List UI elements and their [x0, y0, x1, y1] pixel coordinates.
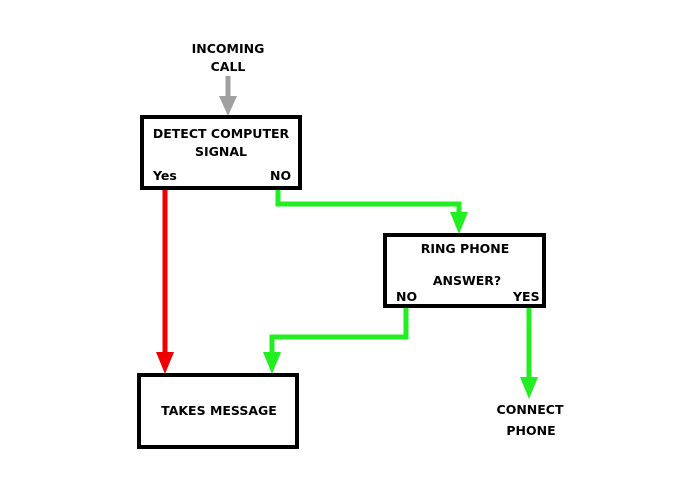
detect-yes-label: Yes [153, 168, 177, 183]
yes-arrow-to-message [156, 190, 174, 374]
ring-phone-box [383, 233, 546, 308]
incoming-call-label-line2: CALL [210, 59, 246, 74]
connect-phone-label-line1: CONNECT [496, 402, 564, 417]
detect-box-title-line2: SIGNAL [194, 144, 248, 159]
detect-computer-signal-box [140, 115, 302, 190]
ring-yes-label: YES [513, 289, 540, 304]
takes-message-box [137, 373, 299, 449]
connect-phone-label-line2: PHONE [506, 423, 556, 438]
no-arrow-to-ring-phone [275, 190, 468, 234]
detect-box-title-line1: DETECT COMPUTER [152, 126, 290, 141]
incoming-arrow [219, 76, 237, 116]
detect-no-label: NO [270, 168, 292, 183]
ring-no-label: NO [396, 289, 418, 304]
ring-yes-arrow-to-connect [520, 307, 538, 399]
takes-message-label: TAKES MESSAGE [161, 403, 277, 418]
incoming-call-label-line1: INCOMING [191, 41, 265, 56]
ring-box-title-line2: ANSWER? [432, 273, 502, 288]
ring-box-title-line1: RING PHONE [420, 241, 510, 256]
ring-no-arrow-to-message [263, 307, 409, 374]
